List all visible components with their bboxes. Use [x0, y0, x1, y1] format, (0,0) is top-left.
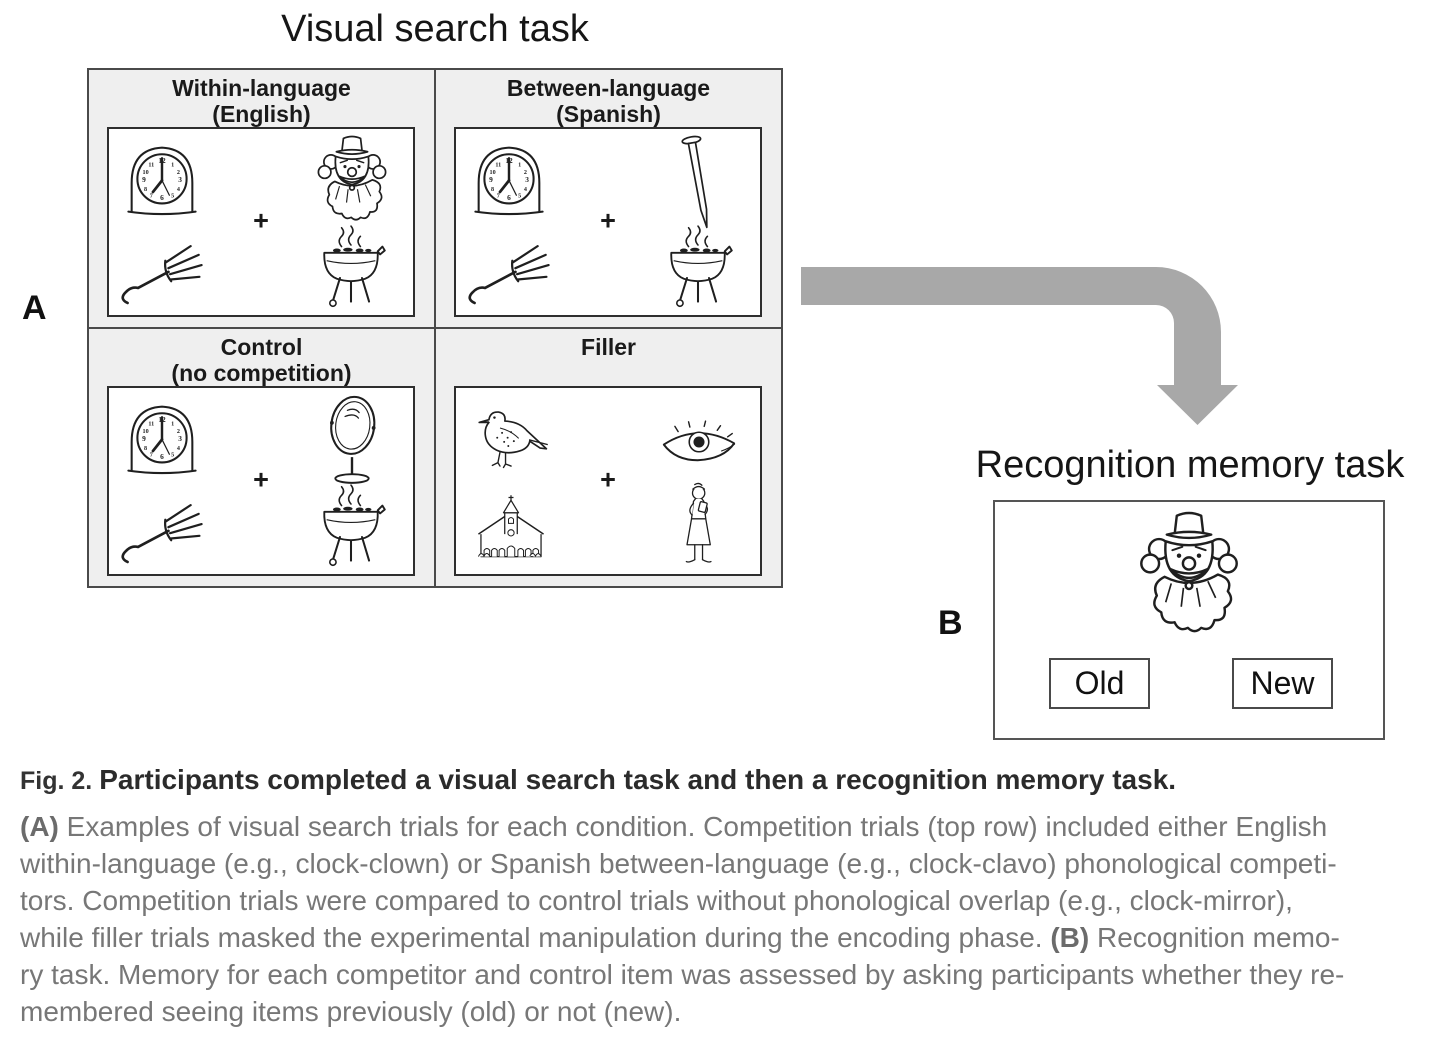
caption-line: (A) Examples of visual search trials for…: [20, 808, 1430, 845]
quadrant-within-language: Within-language (English) +: [89, 70, 434, 327]
fixation-cross: +: [253, 464, 269, 495]
stimulus-display: +: [107, 127, 415, 317]
caption-text: while filler trials masked the experimen…: [20, 922, 1051, 953]
caption-text: tors. Competition trials were compared t…: [20, 885, 1293, 916]
visual-search-title: Visual search task: [281, 8, 589, 50]
clock-icon: [117, 396, 207, 478]
fork-icon: [113, 235, 215, 307]
clock-icon: [117, 137, 207, 219]
bird-icon: [464, 396, 554, 478]
visual-search-grid: Within-language (English) + Between-lang…: [87, 68, 783, 588]
figure-caption-body: (A) Examples of visual search trials for…: [20, 808, 1430, 1030]
fork-icon: [460, 235, 562, 307]
woman-icon: [656, 482, 740, 570]
eye-icon: [656, 392, 742, 492]
quadrant-between-language: Between-language (Spanish) +: [436, 70, 781, 327]
caption-line: tors. Competition trials were compared t…: [20, 882, 1430, 919]
condition-name: Between-language: [506, 75, 711, 101]
condition-language: (English): [212, 101, 311, 127]
stimulus-display: +: [454, 386, 762, 576]
stimulus-display: +: [107, 386, 415, 576]
condition-language: (no competition): [171, 360, 352, 386]
caption-text: within-language (e.g., clock-clown) or S…: [20, 848, 1337, 879]
church-icon: [460, 494, 562, 566]
clown-icon: [309, 133, 395, 233]
quadrant-header: Control (no competition): [89, 334, 434, 386]
fixation-cross: +: [600, 464, 616, 495]
quadrant-header: Filler: [436, 334, 781, 360]
quadrant-header: Between-language (Spanish): [436, 75, 781, 127]
figure-caption-heading: Fig. 2.Participants completed a visual s…: [20, 764, 1420, 796]
panel-a-label: A: [22, 289, 47, 327]
old-button[interactable]: Old: [1049, 658, 1150, 709]
mirror-icon: [309, 392, 395, 492]
caption-text: Recognition memo-: [1089, 922, 1340, 953]
grill-icon: [309, 482, 393, 570]
fixation-cross: +: [600, 205, 616, 236]
stimulus-display: +: [454, 127, 762, 317]
caption-text: membered seeing items previously (old) o…: [20, 996, 682, 1027]
fixation-cross: +: [253, 205, 269, 236]
recognition-memory-title: Recognition memory task: [975, 444, 1405, 486]
figure-number: Fig. 2.: [20, 767, 93, 795]
clock-icon: [464, 137, 554, 219]
quadrant-header: Within-language (English): [89, 75, 434, 127]
nail-icon: [656, 133, 742, 233]
caption-text: Examples of visual search trials for eac…: [58, 811, 1328, 842]
clown-icon: [1130, 508, 1248, 650]
quadrant-control: Control (no competition) +: [89, 329, 434, 586]
condition-language: (Spanish): [556, 101, 661, 127]
caption-line: while filler trials masked the experimen…: [20, 919, 1430, 956]
grill-icon: [309, 223, 393, 311]
panel-b-ref: (B): [1050, 922, 1090, 953]
fork-icon: [113, 494, 215, 566]
quadrant-filler: Filler +: [436, 329, 781, 586]
flow-arrow: [801, 267, 1238, 425]
panel-b-label: B: [938, 604, 963, 642]
caption-line: membered seeing items previously (old) o…: [20, 993, 1430, 1030]
condition-name: Control: [220, 334, 303, 360]
caption-title: Participants completed a visual search t…: [99, 764, 1177, 795]
grill-icon: [656, 223, 740, 311]
panel-a-ref: (A): [20, 811, 59, 842]
caption-text: ry task. Memory for each competitor and …: [20, 959, 1345, 990]
caption-line: within-language (e.g., clock-clown) or S…: [20, 845, 1430, 882]
new-button[interactable]: New: [1232, 658, 1333, 709]
condition-language: Filler: [581, 334, 636, 360]
caption-line: ry task. Memory for each competitor and …: [20, 956, 1430, 993]
recognition-panel: Old New: [993, 500, 1385, 740]
condition-name: Within-language: [172, 75, 351, 101]
